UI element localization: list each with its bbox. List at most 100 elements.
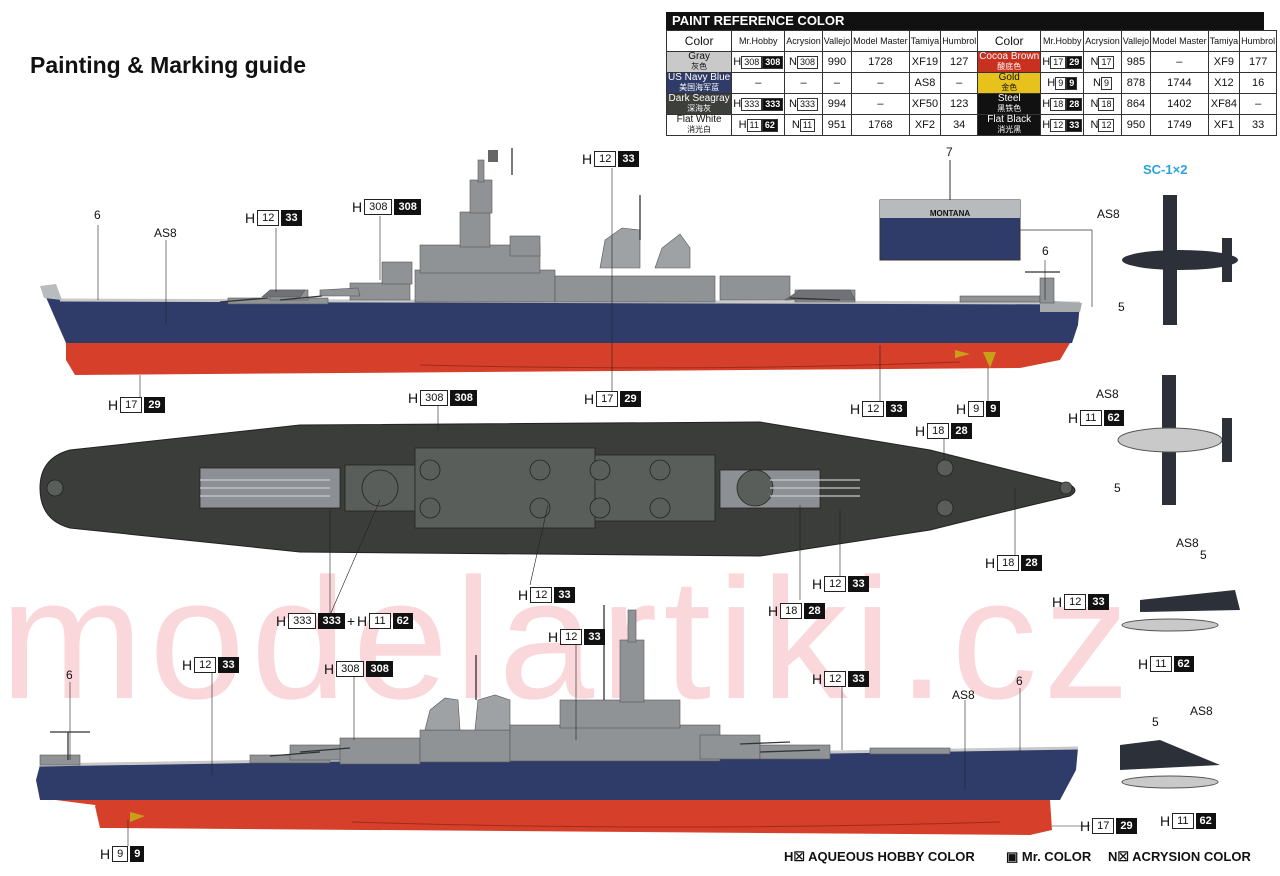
callout-box: 12 — [257, 210, 280, 226]
callout-box: 12 — [824, 576, 847, 592]
color-name-cn: 深海灰 — [687, 104, 712, 113]
mrcolor-code: 29 — [1066, 55, 1083, 69]
h-mark: H — [985, 555, 996, 571]
h-mark: H — [1160, 813, 1171, 829]
leader-lines — [69, 168, 1090, 846]
h-mark: H — [768, 603, 779, 619]
callout-box: 12 — [594, 151, 617, 167]
mrhobby-cell: – — [731, 72, 786, 94]
mrcolor-code: 62 — [761, 118, 778, 132]
callout-black: 29 — [1116, 818, 1137, 834]
page-title: Painting & Marking guide — [30, 52, 307, 78]
modelmaster-cell: 1768 — [851, 114, 910, 136]
color-name: Flat White — [676, 114, 722, 125]
h-mark: H — [584, 391, 595, 407]
h-mark: H — [548, 629, 559, 645]
h-mark: H — [1042, 55, 1051, 68]
callout-box: 18 — [780, 603, 803, 619]
callout-box: 333 — [288, 613, 317, 629]
callout-black: 62 — [1173, 656, 1194, 672]
callout-box: 12 — [194, 657, 217, 673]
callout-black: 308 — [366, 661, 393, 677]
callout-box: 12 — [1064, 594, 1087, 610]
h-mark: H — [1080, 818, 1091, 834]
humbrol-cell: 33 — [1239, 114, 1278, 136]
hull-lower-red-port — [40, 798, 1052, 835]
aqueous-code: 17 — [1050, 55, 1067, 69]
h-mark: H — [408, 390, 419, 406]
vallejo-cell: 985 — [1120, 51, 1152, 73]
h-mark: H — [733, 55, 742, 68]
callout-box: 11 — [1150, 656, 1172, 672]
callout-box: 308 — [420, 390, 449, 406]
nameplate-text: MONTANA — [930, 209, 971, 218]
color-name: Cocoa Brown — [979, 51, 1040, 62]
callout-black: 33 — [848, 671, 869, 687]
callout-box: 12 — [560, 629, 583, 645]
humbrol-cell: 34 — [940, 114, 979, 136]
label-7: 7 — [946, 145, 953, 159]
color-name-cn: 黑铁色 — [997, 104, 1022, 113]
h-mark: H — [582, 151, 593, 167]
label-as8-c: AS8 — [1097, 207, 1120, 221]
callout-black: 29 — [144, 397, 165, 413]
callout-black: 33 — [554, 587, 575, 603]
acrysion-code: 9 — [1100, 76, 1112, 90]
callout-black: 33 — [1088, 594, 1109, 610]
callout-box: 11 — [1172, 813, 1194, 829]
aqueous-code: 11 — [746, 118, 762, 132]
deck-top-view — [39, 421, 1076, 557]
callout-box: 11 — [1080, 410, 1102, 426]
mrcolor-code: 308 — [762, 55, 784, 69]
label-6-b: 6 — [1042, 244, 1049, 258]
callout-black: 62 — [1103, 410, 1124, 426]
legend-aqueous-text: AQUEOUS HOBBY COLOR — [808, 849, 975, 864]
color-name-cn: 金色 — [1001, 83, 1018, 92]
plus-sign: + — [346, 613, 356, 629]
h-mark: H — [1138, 656, 1149, 672]
callout-box: 12 — [862, 401, 885, 417]
vallejo-cell: 878 — [1120, 72, 1152, 94]
h-mark: H — [100, 846, 111, 862]
legend-mrcolor-text: Mr. COLOR — [1021, 849, 1092, 864]
color-name: Gold — [998, 72, 1020, 83]
vallejo-cell: 950 — [1120, 114, 1152, 136]
callout-box: 17 — [120, 397, 143, 413]
label-6-d: 6 — [1016, 674, 1023, 688]
callout-black: 33 — [281, 210, 302, 226]
color-name: Dark Seagray — [668, 93, 730, 104]
callout-black: 9 — [986, 401, 1001, 417]
color-name-cn: 灰色 — [691, 62, 708, 71]
paint-table-heading: PAINT REFERENCE COLOR — [666, 12, 1264, 30]
aircraft-top-view-1 — [1122, 195, 1238, 325]
h-mark: H — [850, 401, 861, 417]
color-name-cn: 酸底色 — [997, 62, 1022, 71]
color-name-cn: 消光黑 — [997, 125, 1022, 134]
callout-box: 12 — [824, 671, 847, 687]
callout-black: 9 — [130, 846, 145, 862]
aqueous-code: 12 — [1050, 118, 1067, 132]
humbrol-cell: 123 — [940, 93, 979, 115]
label-5-c: 5 — [1200, 548, 1207, 562]
mrcolor-code: 333 — [762, 97, 784, 111]
humbrol-cell: 177 — [1239, 51, 1278, 73]
